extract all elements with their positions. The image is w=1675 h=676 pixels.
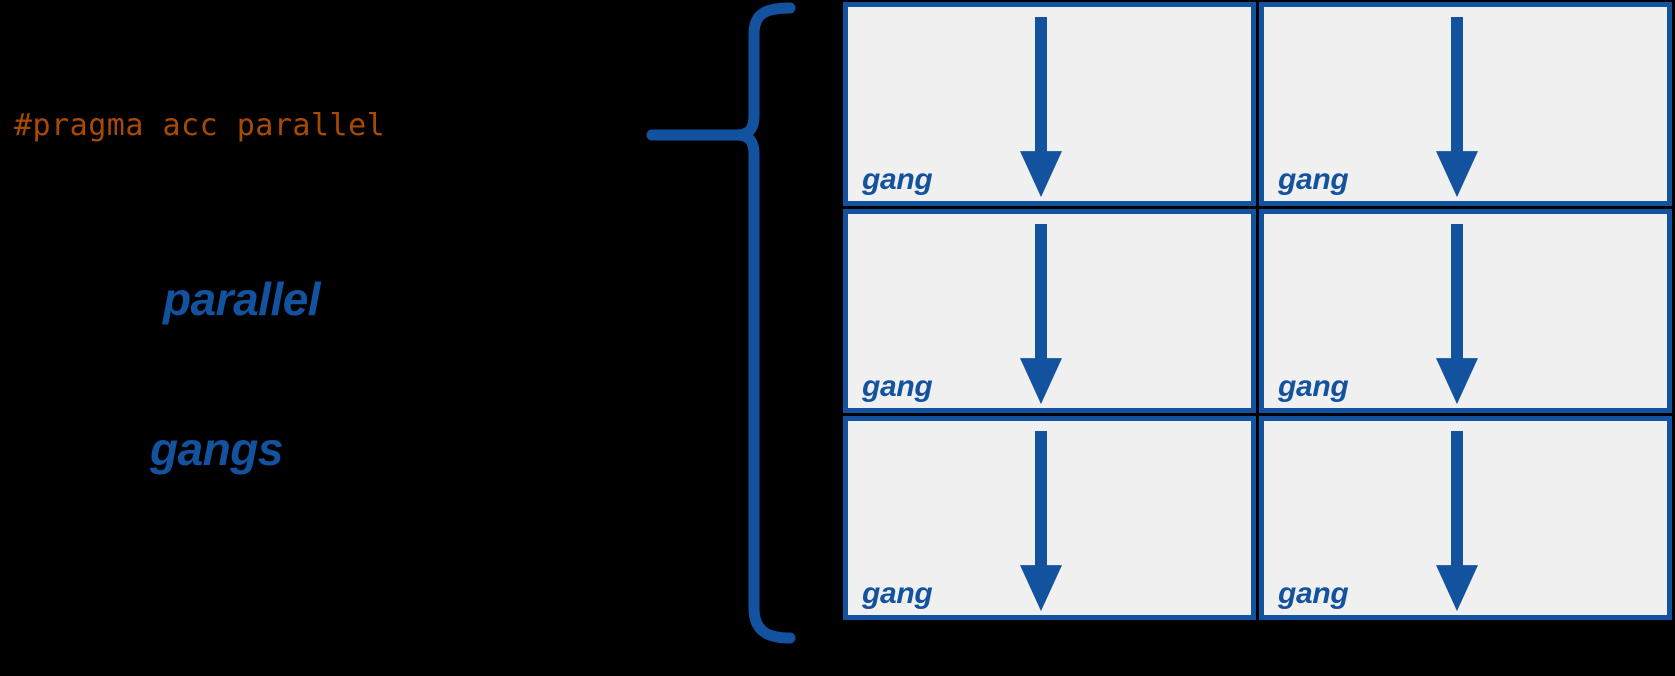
down-arrow-icon (1436, 224, 1479, 405)
gang-label: gang (1278, 370, 1349, 403)
down-arrow-icon (1020, 17, 1063, 198)
gang-cell[interactable]: gang (843, 416, 1256, 620)
pragma-directive-text: #pragma acc parallel (14, 108, 386, 143)
gang-cell[interactable]: gang (843, 209, 1256, 413)
gang-label: gang (862, 370, 933, 403)
down-arrow-icon (1436, 431, 1479, 612)
gang-cell[interactable]: gang (1259, 2, 1672, 206)
keyword-parallel-label: parallel (163, 273, 321, 325)
down-arrow-icon (1020, 431, 1063, 612)
gang-cell[interactable]: gang (1259, 209, 1672, 413)
down-arrow-icon (1436, 17, 1479, 198)
brace-icon (646, 2, 796, 644)
gang-label: gang (862, 163, 933, 196)
gang-cell[interactable]: gang (843, 2, 1256, 206)
gang-label: gang (862, 577, 933, 610)
gang-label: gang (1278, 163, 1349, 196)
gang-cell[interactable]: gang (1259, 416, 1672, 620)
keyword-gangs-label: gangs (150, 423, 283, 475)
down-arrow-icon (1020, 224, 1063, 405)
gang-grid: gang gang gang gang (843, 2, 1672, 620)
gang-label: gang (1278, 577, 1349, 610)
